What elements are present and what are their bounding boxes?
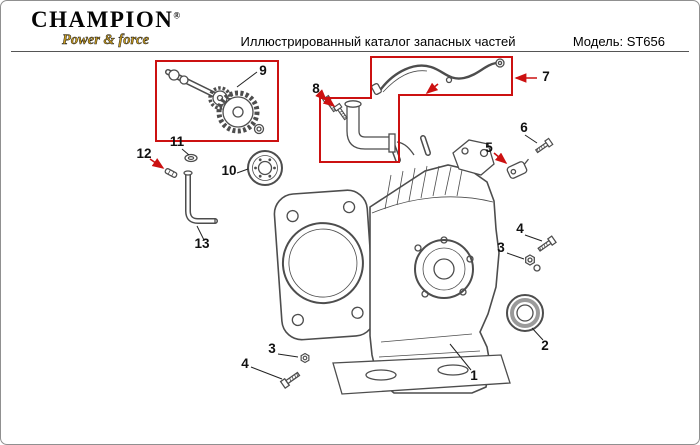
champion-logo: CHAMPION® Power & force xyxy=(31,7,181,49)
callout-11: 11 xyxy=(170,134,185,149)
oil-seal-part-2 xyxy=(506,294,544,332)
washer-part-11 xyxy=(184,153,198,163)
brand-tagline: Power & force xyxy=(62,32,150,49)
red-arrow-12 xyxy=(149,158,165,169)
cooling-fins xyxy=(384,165,463,210)
red-arrow-5 xyxy=(493,152,508,165)
crankshaft-boss xyxy=(414,236,474,299)
callout-3-left: 3 xyxy=(268,341,276,356)
callout-4-left: 4 xyxy=(241,356,249,371)
breather-tube xyxy=(344,100,415,156)
callout-4-right: 4 xyxy=(516,221,524,236)
registered-mark: ® xyxy=(173,10,181,21)
highlight-box-part-7 xyxy=(319,56,513,163)
stop-switch-wire xyxy=(371,58,505,96)
case-rib xyxy=(378,350,481,358)
governor-gear-assembly xyxy=(165,69,265,135)
highlight-box-part-9 xyxy=(155,60,279,142)
case-rib xyxy=(380,333,473,343)
cylinder-flange xyxy=(273,189,376,341)
oil-pipe-part-13 xyxy=(183,170,218,224)
callout-3-right: 3 xyxy=(497,240,505,255)
bolt-part-6 xyxy=(534,137,554,155)
washer-part-3-right xyxy=(533,264,541,272)
brand-text: CHAMPION xyxy=(31,7,174,32)
callout-1: 1 xyxy=(470,368,478,383)
red-arrow-7-inner xyxy=(425,82,439,95)
callout-9: 9 xyxy=(259,63,267,78)
nut-part-3-right xyxy=(525,254,535,266)
brand-name: CHAMPION® xyxy=(31,7,181,32)
red-arrow-8b xyxy=(320,95,336,107)
callout-numbers: 9 8 7 11 12 10 13 6 5 4 3 2 1 3 4 xyxy=(136,63,549,383)
red-arrows xyxy=(149,73,537,169)
bolt-part-4-right xyxy=(536,235,557,254)
bearing-part-10 xyxy=(247,150,283,186)
callout-10: 10 xyxy=(221,163,236,178)
callout-7: 7 xyxy=(542,69,550,84)
callout-2: 2 xyxy=(541,338,549,353)
callout-8: 8 xyxy=(312,81,320,96)
header-divider xyxy=(11,51,689,52)
lift-bracket xyxy=(452,139,495,176)
callout-5: 5 xyxy=(485,140,493,155)
bracket-part-5 xyxy=(506,158,529,179)
pin-part-12 xyxy=(164,168,178,178)
bolt-part-4-left xyxy=(279,370,302,389)
crankcase-drawing xyxy=(273,135,511,395)
callout-12: 12 xyxy=(136,146,151,161)
callout-13: 13 xyxy=(194,236,210,251)
base-feet xyxy=(332,354,511,395)
callout-6: 6 xyxy=(520,120,528,135)
nut-part-3-left xyxy=(300,352,310,364)
page-title: Иллюстрированный каталог запасных частей xyxy=(240,34,516,49)
leader-lines xyxy=(181,71,544,380)
model-label: Модель: ST656 xyxy=(572,34,665,49)
